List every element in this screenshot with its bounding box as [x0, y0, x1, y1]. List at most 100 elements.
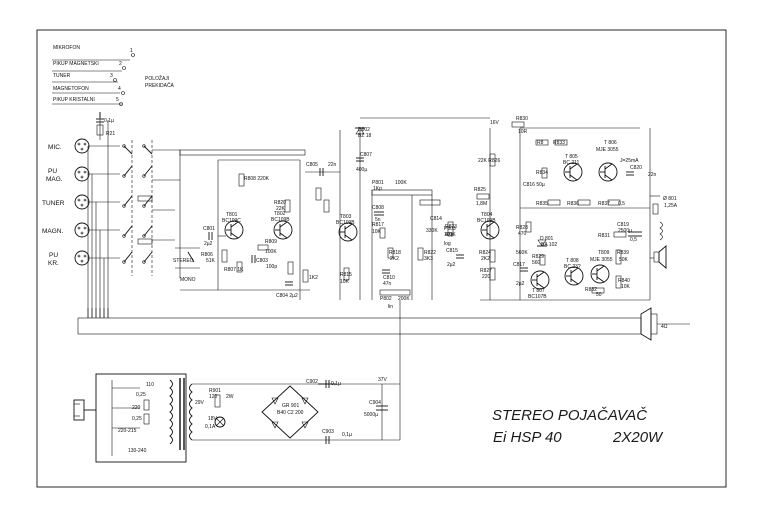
input-bus: [87, 112, 120, 318]
t805-type: BC 211: [563, 160, 580, 166]
c902-label: C902: [306, 379, 318, 385]
r830-value: 10R: [518, 129, 528, 135]
r840-value: 10K: [621, 284, 631, 290]
r823-label: R823: [445, 224, 457, 230]
c808-label: C808: [372, 205, 384, 211]
legend-item-4: MAGNETOFON: [53, 86, 89, 92]
c821-r821: 0,1µ R21: [96, 112, 115, 137]
p803-label: P803: [444, 226, 456, 232]
c803-label: C803: [256, 258, 268, 264]
legend-caption-1: POLOŽAJI: [145, 74, 169, 82]
legend-pos-5: 5: [116, 97, 119, 103]
legend-pos-3: 3: [110, 73, 113, 79]
r829-value: 560: [532, 260, 541, 266]
r824-label: R824: [479, 250, 491, 256]
r815-label: R815: [340, 272, 352, 278]
drawing-frame: [36, 29, 727, 488]
legend-item-1: MIKROFON: [53, 45, 80, 51]
r837-label: R837: [598, 201, 610, 207]
r818-label: R818: [389, 250, 401, 256]
r834-label: R834: [536, 170, 548, 176]
r827-label: R827: [480, 268, 492, 274]
r827-value: 220: [482, 274, 491, 280]
stereo-mono-switch: STEREO MONO: [173, 247, 200, 283]
r825-value: 1,8M: [476, 201, 487, 207]
c819-value: 2500µ: [618, 228, 632, 234]
fuse-label: Ø 801: [663, 196, 677, 202]
title-line-1: STEREO POJAČAVAČ: [492, 407, 647, 424]
r821-label: R21: [106, 131, 115, 137]
lin-label: lin: [388, 304, 393, 310]
r837-value: 0,5: [618, 201, 625, 207]
c816-label: C816 50µ: [523, 182, 545, 188]
r901-label: R901: [209, 388, 221, 394]
r839-value: 50K: [619, 257, 629, 263]
r8xx-label: R8: [537, 140, 544, 146]
v16-label: 16V: [490, 120, 500, 126]
driver-stage: 16V R830 10R 22K R826 R825 1,8M T804 BC1…: [474, 116, 528, 300]
c903-value: 0,1µ: [342, 432, 352, 438]
transistor-t801: [224, 220, 244, 240]
transistor-t805: [563, 162, 583, 182]
lamp-voltage: 18V: [208, 416, 218, 422]
c814-label: C814: [430, 216, 442, 222]
c815-value: 2µ2: [447, 262, 456, 268]
transistor-t802: [273, 220, 293, 240]
bridge-label: GR 901: [282, 403, 299, 409]
r839-label: R839: [617, 250, 629, 256]
r830-label: R830: [516, 116, 528, 122]
jack-magn-label: MAGN.: [42, 228, 64, 235]
jack-pu-mag: PU MAG.: [46, 166, 90, 183]
log-label: log: [444, 241, 451, 247]
legend-item-3: TUNER: [53, 73, 71, 79]
r809-value: 100K: [265, 249, 277, 255]
t808-type: BC 23?: [564, 264, 581, 270]
jack-tuner: TUNER: [42, 194, 90, 210]
lamp-current: 0,1A: [205, 424, 216, 430]
title-block: STEREO POJAČAVAČ Ei HSP 40 2X20W: [492, 407, 664, 446]
c820-label: C820: [630, 165, 642, 171]
p803-value: 100K: [444, 232, 456, 238]
r825-label: R825: [474, 187, 486, 193]
c801-value: 2µ2: [204, 241, 213, 247]
r817-value: 10K: [372, 229, 382, 235]
c801-label: C801: [203, 226, 215, 232]
r820-label: R820: [274, 200, 286, 206]
tap-220-215: 220-215: [118, 428, 137, 434]
r806-value: 51K: [206, 258, 216, 264]
t804-label: T804: [481, 212, 493, 218]
r832-value: 50: [596, 292, 602, 298]
fuse-value: 1,25A: [664, 203, 678, 209]
r836-label: R836: [567, 201, 579, 207]
jack-mic: MIC.: [48, 138, 90, 154]
r807-label: R807 1K: [224, 267, 244, 273]
transistor-t804: [480, 220, 500, 240]
legend-item-5: PIKUP KRISTALNI: [53, 97, 95, 103]
r820-value: 22K: [276, 206, 286, 212]
r818-value: 2K2: [390, 256, 399, 262]
jack-magn: MAGN.: [42, 222, 90, 238]
t805-label: T 805: [565, 154, 578, 160]
c903-label: C903: [322, 429, 334, 435]
d802-label: D802: [358, 127, 370, 133]
output-stage: R8 R833 T 805 BC 211 T 806 MJE 3055 J=25…: [480, 127, 657, 301]
transistor-t807: [530, 270, 550, 290]
r817-label: R817: [372, 222, 384, 228]
t809-type: MJE 3055: [590, 257, 613, 263]
c807-value: 400µ: [356, 167, 367, 173]
legend-pos-2: 2: [119, 61, 122, 67]
c902-value: 0,1µ: [331, 381, 341, 387]
p802-label: P802: [380, 296, 392, 302]
current-label: J=25mA: [620, 158, 639, 164]
channel-two-bus: 4Ω: [77, 307, 690, 341]
jack-pu-mag-label-2: MAG.: [46, 176, 63, 183]
r560k-label: 560K: [516, 250, 528, 256]
r823-value: 47K: [445, 232, 455, 238]
transistor-t803: [338, 222, 358, 242]
r812-label: 1K2: [309, 275, 318, 281]
bridge-rectifier: [261, 385, 319, 439]
r828-label: R828: [516, 225, 528, 231]
t807-type: BC107B: [528, 294, 547, 300]
